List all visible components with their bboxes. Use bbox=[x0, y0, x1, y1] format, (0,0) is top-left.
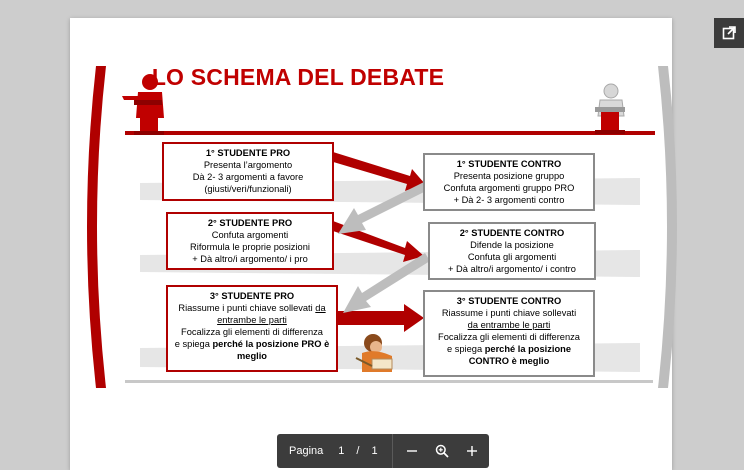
right-grey-curve bbox=[658, 66, 677, 388]
page-toolbar: Pagina 1 / 1 bbox=[277, 434, 489, 468]
pro-1-line: Dà 2- 3 argomenti a favore bbox=[192, 172, 304, 182]
pro-2-heading: 2° STUDENTE PRO bbox=[207, 218, 293, 228]
red-arrow-3 bbox=[336, 304, 424, 332]
contro-3-line: da entrambe le parti bbox=[467, 320, 551, 330]
grey-podium-figure-icon bbox=[595, 83, 625, 134]
red-arrows bbox=[330, 152, 425, 332]
contro-3-line: CONTRO è meglio bbox=[468, 356, 550, 366]
slide-title: LO SCHEMA DEL DEBATE bbox=[151, 64, 445, 90]
contro-3-line: Focalizza gli elementi di differenza bbox=[438, 332, 580, 342]
contro-1-line: + Dà 2- 3 argomenti contro bbox=[453, 195, 565, 205]
pro-2-line: + Dà altro/i argomento/ i pro bbox=[192, 254, 308, 264]
contro-3-line: Riassume i punti chiave sollevati bbox=[441, 308, 577, 318]
toolbar-divider bbox=[391, 434, 393, 468]
pro-3-heading: 3° STUDENTE PRO bbox=[209, 291, 295, 301]
plus-icon bbox=[466, 446, 477, 456]
pro-1-line: (giusti/veri/funzionali) bbox=[204, 184, 292, 194]
page-current-input[interactable]: 1 bbox=[338, 445, 345, 457]
red-podium-figure-icon bbox=[122, 74, 164, 135]
pro-2-box: 2° STUDENTE PRO Confuta argomenti Riform… bbox=[166, 212, 334, 270]
zoom-button[interactable] bbox=[431, 440, 453, 462]
bottom-line bbox=[125, 380, 653, 383]
zoom-out-button[interactable] bbox=[401, 440, 423, 462]
grey-arrows bbox=[338, 182, 430, 313]
pro-2-line: Confuta argomenti bbox=[211, 230, 289, 240]
contro-2-box: 2° STUDENTE CONTRO Difende la posizione … bbox=[428, 222, 596, 280]
magnifier-plus-icon bbox=[435, 444, 449, 458]
pro-1-heading: 1° STUDENTE PRO bbox=[205, 148, 291, 158]
pro-3-line: Focalizza gli elementi di differenza bbox=[181, 327, 323, 337]
contro-2-heading: 2° STUDENTE CONTRO bbox=[459, 228, 565, 238]
contro-1-line: Presenta posizione gruppo bbox=[453, 171, 565, 181]
pro-1-line: Presenta l’argomento bbox=[203, 160, 293, 170]
pro-3-box: 3° STUDENTE PRO Riassume i punti chiave … bbox=[166, 285, 338, 372]
grey-arrow-2 bbox=[343, 253, 430, 313]
contro-2-line: Confuta gli argomenti bbox=[467, 252, 557, 262]
pro-2-line: Riformula le proprie posizioni bbox=[190, 242, 310, 252]
pro-3-line: entrambe le parti bbox=[217, 315, 287, 325]
pro-1-box: 1° STUDENTE PRO Presenta l’argomento Dà … bbox=[162, 142, 334, 201]
contro-3-heading: 3° STUDENTE CONTRO bbox=[456, 296, 562, 306]
zoom-in-button[interactable] bbox=[461, 440, 483, 462]
pro-3-line: Riassume i punti chiave sollevati da bbox=[178, 303, 326, 313]
contro-2-line: Difende la posizione bbox=[470, 240, 554, 250]
open-in-new-window-button[interactable] bbox=[714, 18, 744, 48]
page-separator: / bbox=[356, 445, 360, 457]
pro-3-line: e spiega perché la posizione PRO è bbox=[174, 339, 330, 349]
contro-3-box: 3° STUDENTE CONTRO Riassume i punti chia… bbox=[423, 290, 595, 377]
student-writing-icon bbox=[355, 334, 393, 372]
red-arrow-1 bbox=[330, 152, 425, 191]
pro-3-line: meglio bbox=[237, 351, 267, 361]
contro-1-line: Confuta argomenti gruppo PRO bbox=[443, 183, 575, 193]
popout-icon bbox=[722, 26, 736, 40]
minus-icon bbox=[406, 450, 417, 452]
page-total: 1 bbox=[371, 445, 378, 457]
title-underline bbox=[125, 131, 655, 135]
contro-2-line: + Dà altro/i argomento/ i contro bbox=[448, 264, 576, 274]
grey-arrow-1 bbox=[338, 182, 428, 234]
left-red-curve bbox=[87, 66, 106, 388]
contro-3-line: e spiega perché la posizione bbox=[446, 344, 571, 354]
page-label: Pagina bbox=[289, 445, 324, 457]
contro-1-box: 1° STUDENTE CONTRO Presenta posizione gr… bbox=[423, 153, 595, 211]
contro-1-heading: 1° STUDENTE CONTRO bbox=[456, 159, 562, 169]
